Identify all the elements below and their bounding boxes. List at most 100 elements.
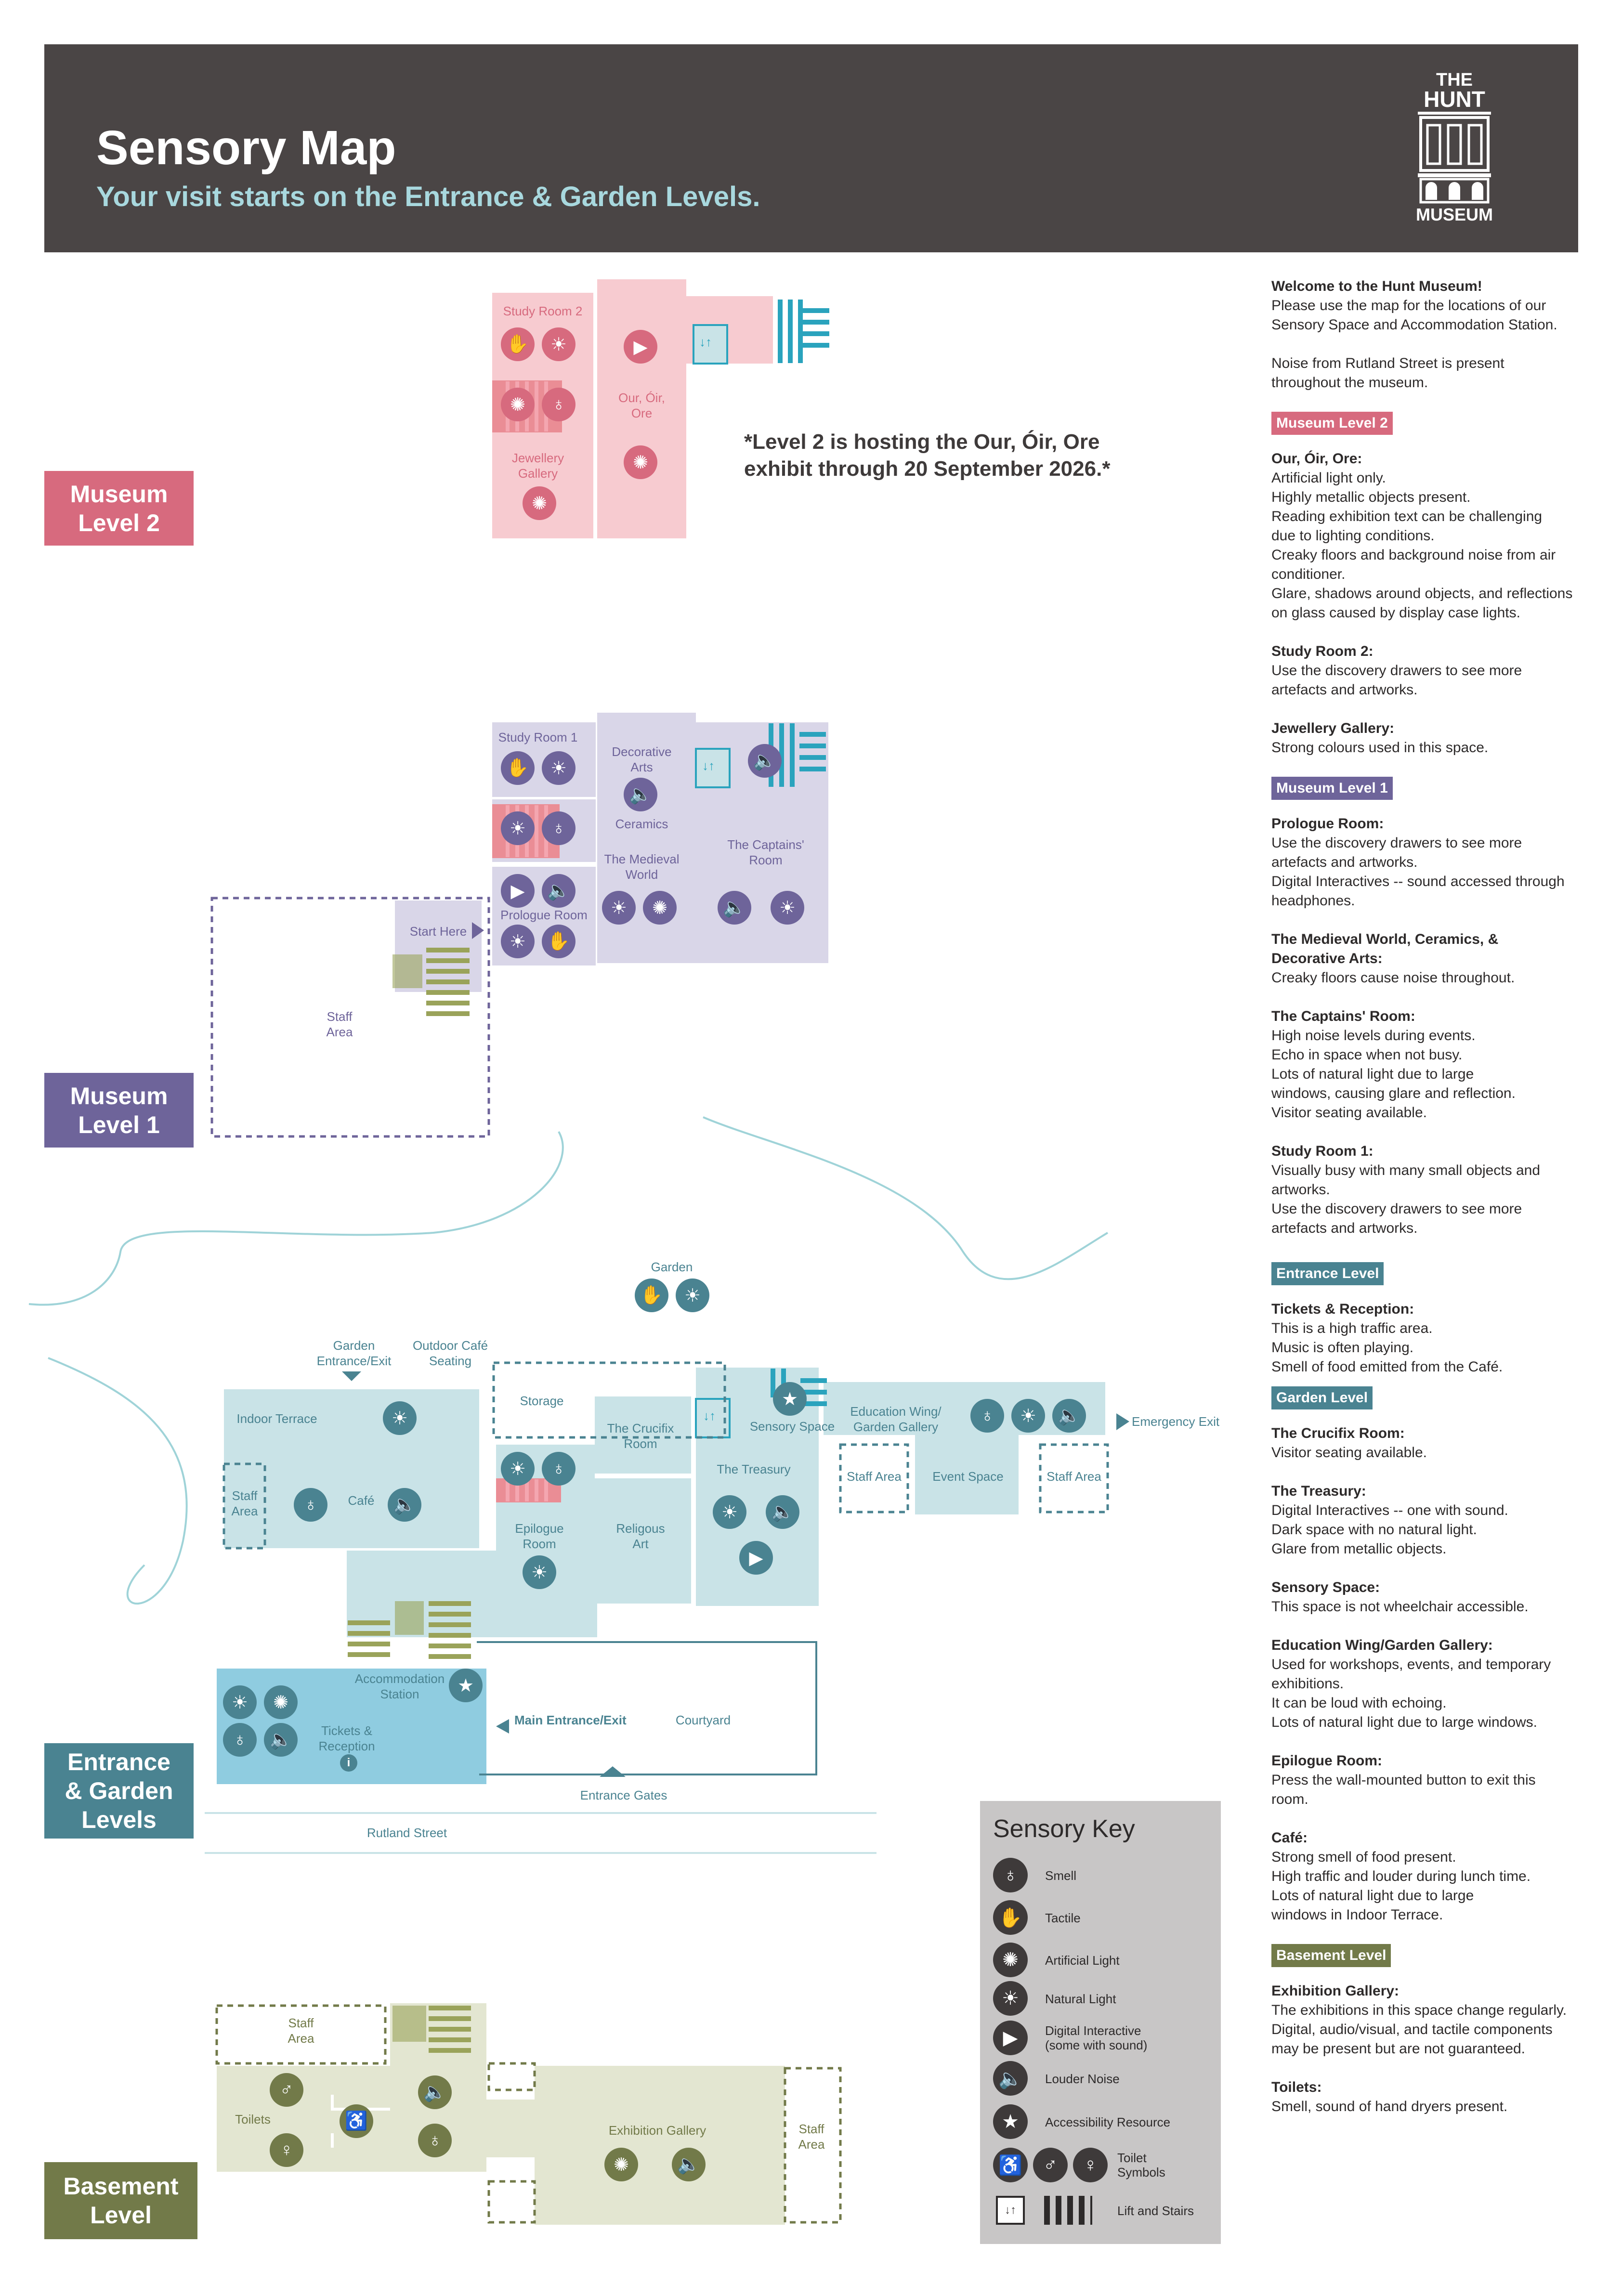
sun-icon: ☀ xyxy=(501,925,535,958)
key-label-lift-and-stairs: Lift and Stairs xyxy=(1117,2204,1194,2218)
staff-area-level-1: Staff Area xyxy=(326,1009,353,1039)
level-2-exhibit-note: *Level 2 is hosting the Our, Óir, Ore ex… xyxy=(744,430,1111,481)
noise-note: Noise from Rutland Street is present thr… xyxy=(1271,355,1504,391)
key-label-louder-noise: Louder Noise xyxy=(1045,2072,1120,2086)
svg-text:THE: THE xyxy=(1436,70,1473,90)
hand-icon: ✋ xyxy=(993,1900,1028,1935)
tag-museum-level-2: Museum Level 2 xyxy=(1271,412,1393,435)
prologue-room-heading: Prologue Room: xyxy=(1271,816,1384,832)
key-label-artificial-light: Artificial Light xyxy=(1045,1953,1120,1968)
key-label-digital-interactive: Digital Interactive (some with sound) xyxy=(1045,2023,1148,2052)
lift-icon: ↓↑ xyxy=(699,335,712,349)
room-indoor-terrace: Indoor Terrace xyxy=(236,1411,317,1426)
staff-area-basement-2: Staff Area xyxy=(798,2122,825,2152)
play-icon: ▶ xyxy=(501,874,535,908)
sun-icon: ☀ xyxy=(523,1555,556,1589)
nose-icon: ♁ xyxy=(993,1858,1028,1892)
lift-icon: ↓↑ xyxy=(996,2196,1025,2225)
toilets-body: Smell, sound of hand dryers present. xyxy=(1271,2099,1508,2114)
room-sensory-space: Sensory Space xyxy=(749,1419,835,1434)
bulb-icon: ✺ xyxy=(501,388,535,421)
page-subtitle: Your visit starts on the Entrance & Gard… xyxy=(96,181,760,212)
outdoor-cafe-seating-label: Outdoor Café Seating xyxy=(412,1338,488,1368)
tickets-reception-body: This is a high traffic area. Music is of… xyxy=(1271,1320,1503,1375)
play-icon: ▶ xyxy=(993,2021,1028,2055)
sun-icon: ☀ xyxy=(676,1278,709,1312)
tag-garden-level: Garden Level xyxy=(1271,1386,1373,1409)
tag-basement-level: Basement Level xyxy=(1271,1944,1391,1967)
speaker-icon: 🔈 xyxy=(766,1495,799,1529)
play-icon: ▶ xyxy=(624,330,657,364)
room-treasury: The Treasury xyxy=(717,1462,791,1476)
hand-icon: ✋ xyxy=(501,327,535,361)
welcome-heading: Welcome to the Hunt Museum! xyxy=(1271,278,1482,294)
sun-icon: ☀ xyxy=(993,1981,1028,2016)
toilets-heading: Toilets: xyxy=(1271,2079,1322,2095)
crucifix-room-heading: The Crucifix Room: xyxy=(1271,1425,1405,1441)
level-label-entrance-garden: Entrance & Garden Levels xyxy=(44,1743,194,1839)
svg-text:HUNT: HUNT xyxy=(1424,87,1485,112)
bulb-icon: ✺ xyxy=(624,445,657,479)
nose-icon: ♁ xyxy=(223,1723,257,1757)
room-our-oir-ore: Our, Óir, Ore xyxy=(618,391,665,420)
star-icon: ★ xyxy=(449,1669,483,1702)
key-label-accessibility-resource: Accessibility Resource xyxy=(1045,2115,1171,2129)
key-label-toilet-symbols: Toilet Symbols xyxy=(1117,2151,1165,2179)
room-epilogue-room: Epilogue Room xyxy=(515,1521,564,1551)
bulb-icon: ✺ xyxy=(604,2148,638,2181)
level-label-basement: Basement Level xyxy=(44,2162,197,2239)
room-study-room-2: Study Room 2 xyxy=(503,304,583,318)
education-wing-heading: Education Wing/Garden Gallery: xyxy=(1271,1637,1493,1653)
room-prologue-room: Prologue Room xyxy=(500,908,588,922)
nose-icon: ♁ xyxy=(542,1452,576,1486)
captains-room-body: High noise levels during events. Echo in… xyxy=(1271,1028,1516,1121)
nose-icon: ♁ xyxy=(970,1399,1004,1433)
our-oir-ore-heading: Our, Óir, Ore: xyxy=(1271,451,1362,467)
emergency-exit-label: Emergency Exit xyxy=(1132,1414,1220,1429)
header-bar xyxy=(44,44,1578,252)
toilet-icon: ♂ xyxy=(1033,2148,1068,2182)
bulb-icon: ✺ xyxy=(993,1943,1028,1977)
room-cafe: Café xyxy=(348,1493,375,1508)
room-education-wing: Education Wing/ Garden Gallery xyxy=(850,1404,942,1434)
rutland-street-label: Rutland Street xyxy=(366,1826,447,1840)
speaker-icon: 🔈 xyxy=(1052,1399,1086,1433)
study-room-2-heading: Study Room 2: xyxy=(1271,643,1373,659)
room-study-room-1: Study Room 1 xyxy=(498,730,578,744)
epilogue-room-body: Press the wall-mounted button to exit th… xyxy=(1271,1772,1536,1807)
play-icon: ▶ xyxy=(739,1541,773,1575)
toilet-icon: ♀ xyxy=(270,2133,303,2167)
room-event-space: Event Space xyxy=(932,1469,1004,1484)
nose-icon: ♁ xyxy=(542,811,576,845)
key-label-tactile: Tactile xyxy=(1045,1911,1081,1925)
room-tickets-reception: Tickets & Reception xyxy=(318,1723,375,1753)
room-medieval-world: The Medieval World xyxy=(604,852,680,882)
speaker-icon: 🔈 xyxy=(264,1723,298,1757)
sun-icon: ☀ xyxy=(713,1495,746,1529)
sun-icon: ☀ xyxy=(501,811,535,845)
toilet-icon: ♀ xyxy=(1073,2148,1108,2182)
info-icon: i xyxy=(340,1754,357,1772)
room-toilets: Toilets xyxy=(235,2112,271,2126)
medieval-world-heading: The Medieval World, Ceramics, & Decorati… xyxy=(1271,931,1499,966)
storage-label: Storage xyxy=(520,1394,564,1408)
sun-icon: ☀ xyxy=(1011,1399,1045,1433)
garden-label: Garden xyxy=(651,1260,693,1274)
star-icon: ★ xyxy=(773,1382,807,1416)
main-entrance-exit-label: Main Entrance/Exit xyxy=(514,1713,627,1727)
speaker-icon: 🔈 xyxy=(624,778,657,811)
bulb-icon: ✺ xyxy=(523,486,556,520)
garden-entrance-exit-label: Garden Entrance/Exit xyxy=(316,1338,392,1368)
hunt-museum-logo: THE HUNT MUSEUM xyxy=(1411,67,1498,226)
key-label-natural-light: Natural Light xyxy=(1045,1992,1116,2006)
treasury-heading: The Treasury: xyxy=(1271,1483,1366,1499)
room-exhibition-gallery: Exhibition Gallery xyxy=(608,2123,706,2138)
hand-icon: ✋ xyxy=(542,925,576,958)
wheelchair-icon: ♿ xyxy=(340,2104,373,2138)
hand-icon: ✋ xyxy=(501,751,535,785)
courtyard-label: Courtyard xyxy=(675,1713,731,1727)
cafe-heading: Café: xyxy=(1271,1830,1308,1846)
our-oir-ore-body: Artificial light only. Highly metallic o… xyxy=(1271,470,1573,621)
treasury-body: Digital Interactives -- one with sound. … xyxy=(1271,1502,1508,1557)
bulb-icon: ✺ xyxy=(264,1685,298,1719)
